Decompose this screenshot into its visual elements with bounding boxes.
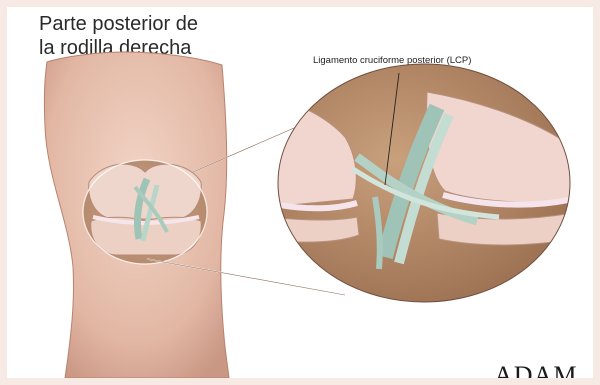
adam-logo: ADAM [494,361,577,378]
knee-illustration [7,7,593,378]
magnified-joint-view [269,64,573,302]
small-knee-joint [83,160,207,264]
callout-label-pcl: Ligamento cruciforme posterior (LCP) [313,55,471,66]
diagram-frame: Parte posterior de la rodilla derecha [7,7,593,378]
